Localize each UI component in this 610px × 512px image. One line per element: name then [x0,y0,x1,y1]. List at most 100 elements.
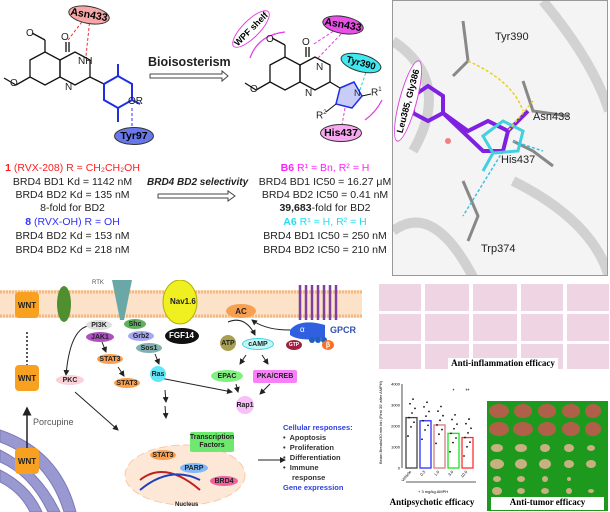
response-item: • Proliferation [283,443,334,452]
node-epac: EPAC [211,370,243,382]
protein-structure-drawing [393,1,607,275]
selectivity-label: BRD4 BD2 selectivity [147,177,249,188]
residue-label: Trp374 [481,243,516,255]
tumor-samples [489,404,601,495]
response-item: • Immune response [283,463,326,482]
porcupine-label: Porcupine [33,417,74,427]
transcription-factors: Transcription Factors [190,432,234,452]
node-atp: ATP [220,335,236,351]
y-tick-label: 3000 [391,403,401,408]
node-jak1: JAK1 [86,332,114,342]
data-point [411,412,413,414]
y-tick-label: 4000 [391,382,401,387]
data-point [435,442,437,445]
response-item: • Apoptosis [283,433,327,442]
gpcr-alpha: α [300,325,305,334]
node-rap1: Rap1 [236,396,254,414]
bar [461,436,474,469]
node-camp: cAMP [242,338,274,350]
atom-label: N [65,82,73,93]
data-point [437,410,439,412]
data-point [407,435,409,437]
data-point [408,416,410,419]
nuclear-parp: PARP [180,463,208,473]
compound-b6-bd1: BRD4 BD1 IC50 = 16.27 μM [258,176,392,188]
y-tick-label: 0 [398,466,401,471]
signaling-pathway: WNT WNT WNT Porcupine RTK Nav1.6 FGF14 P… [0,280,378,512]
data-point [442,414,444,417]
nuclear-stat3: STAT3 [150,450,176,460]
wnt-bottom: WNT [15,448,39,474]
residue-label: His437 [501,154,536,166]
node-grb2: Grb2 [128,331,154,341]
compound-a6-bd2: BRD4 BD2 IC50 = 210 nM [263,244,387,256]
atom-label: O [10,78,18,89]
atom-label: O [302,37,310,48]
histology-grid: Anti-inflammation efficacy [378,283,610,370]
compound-8-title: 8 (RVX-OH) R = OH [25,216,120,228]
data-point [441,428,443,431]
anti-tumor-label: Anti-tumor efficacy [491,497,604,510]
bar [433,424,446,469]
atom-label: O [266,34,274,45]
node-ras: Ras [150,366,166,382]
residue-his437: His437 [320,124,362,142]
data-point [470,427,472,430]
data-point [466,445,468,448]
compound-1-bd2: BRD4 BD2 Kd = 135 nM [15,189,130,201]
compound-1-fold: 8-fold for BD2 [40,202,105,214]
data-point [453,427,455,430]
data-point [456,423,458,426]
data-point [421,438,423,441]
data-point [425,415,427,418]
data-point [440,405,442,408]
data-point [469,441,471,444]
tumor-image: Anti-tumor efficacy [487,401,608,511]
rtk-label: RTK [92,280,104,286]
gpcr-label: GPCR [330,325,357,335]
x-tick-label: 10.0 [459,469,468,479]
compound-b6-bd2: BRD4 BD2 IC50 = 0.41 nM [261,189,389,201]
node-sos1: Sos1 [136,343,162,353]
data-point [468,418,470,420]
data-point [454,413,456,416]
node-pi3k: PI3K [86,320,112,330]
data-point [414,407,416,410]
atom-label: NH [78,56,93,67]
cellular-responses: Cellular responses: • Apoptosis • Prolif… [283,423,353,493]
compound-a6-title: A6 R¹ = H, R² = H [283,216,367,228]
atom-label: R1 [371,87,382,99]
wnt-middle: WNT [15,365,39,391]
x-tick-label: Vehicle [400,469,413,483]
data-point [465,422,467,425]
chemical-structures [3,13,383,202]
x-tick-label: 0.3 [419,469,427,477]
atom-label: O [26,28,34,39]
anti-inflammation-label: Anti-inflammation efficacy [448,358,558,370]
residue-tyr97: Tyr97 [114,127,154,145]
antipsychotic-label: Antipsychotic efficacy [389,497,475,507]
atom-label: O [250,84,258,95]
data-point [428,410,430,413]
atom-label: N [354,88,361,98]
nav16-label: Nav1.6 [170,297,196,306]
compound-a6-bd1: BRD4 BD1 IC50 = 250 nM [263,230,387,242]
bar [419,420,432,469]
node-stat3: STAT3 [114,378,140,388]
data-point [410,425,412,428]
data-point [467,432,469,434]
x-axis-label: + 3 mg/kg AMPH [418,489,449,494]
y-tick-label: 2000 [391,424,401,429]
data-point [450,432,452,435]
compound-1-bd1: BRD4 BD1 Kd = 1142 nM [12,176,133,188]
data-point [423,405,425,408]
node-stat3: STAT3 [97,354,123,364]
significance-mark: * [453,388,455,394]
data-point [426,401,428,404]
data-point [449,450,451,453]
bar [405,416,418,469]
data-point [427,424,429,427]
x-tick-label: 1.0 [433,469,441,477]
x-tick-label: 3.0 [447,469,455,477]
